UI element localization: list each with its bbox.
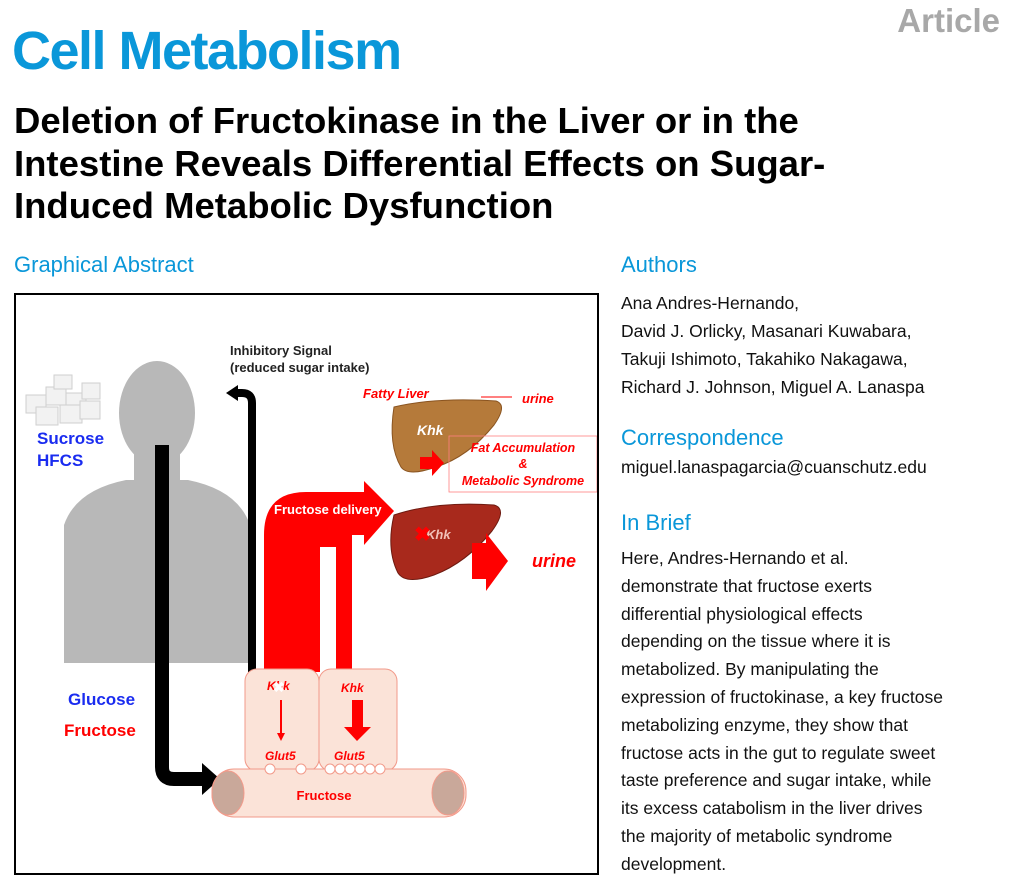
brief-line: taste preference and sugar intake, while: [621, 770, 932, 791]
fatty-liver-label: Fatty Liver: [363, 386, 430, 401]
weak-glut5-arrowhead: [277, 733, 285, 741]
authors-heading: Authors: [621, 252, 697, 277]
intestine-lumen-right: [431, 770, 465, 816]
glucose-label: Glucose: [68, 690, 135, 709]
fructose-delivery-label: Fructose delivery: [274, 502, 382, 517]
graphical-abstract-heading: Graphical Abstract: [14, 252, 194, 277]
khk-liver-label: Khk: [417, 422, 445, 438]
brief-line: the majority of metabolic syndrome: [621, 825, 893, 846]
brief-line: development.: [621, 853, 727, 874]
author-line: Ana Andres-Hernando,: [621, 293, 800, 313]
inhibitory-signal-label: Inhibitory Signal: [230, 343, 332, 358]
brief-line: differential physiological effects: [621, 603, 863, 624]
fat-accumulation-arrow: [420, 450, 444, 476]
strong-glut5-arrowhead: [344, 727, 371, 741]
khk-cell-label: Khk: [341, 681, 365, 695]
article-type-label: Article: [897, 2, 1000, 39]
urine-large-label: urine: [532, 551, 576, 571]
fructose-label: Fructose: [64, 721, 136, 740]
glut5-transporters: [264, 763, 386, 775]
fatty-liver-image: [391, 399, 502, 473]
metabolic-syndrome-label: Metabolic Syndrome: [462, 474, 584, 488]
brief-line: its excess catabolism in the liver drive…: [621, 798, 923, 819]
brief-line: metabolized. By manipulating the: [621, 659, 879, 680]
title-line: Induced Metabolic Dysfunction: [14, 185, 554, 226]
graphical-abstract: Sucrose HFCS Inhibitory Signal (reduced …: [14, 293, 599, 875]
inhibitory-arrowhead: [226, 385, 238, 401]
title-line: Deletion of Fructokinase in the Liver or…: [14, 100, 799, 141]
brief-line: Here, Andres-Hernando et al.: [621, 548, 849, 568]
author-line: Takuji Ishimoto, Takahiko Nakagawa,: [621, 349, 908, 369]
fructose-lumen-label: Fructose: [297, 788, 352, 803]
in-brief-heading: In Brief: [621, 510, 691, 535]
hfcs-label: HFCS: [37, 451, 83, 470]
glut5-label: Glut5: [334, 749, 365, 763]
in-brief-text: Here, Andres-Hernando et al. demonstrate…: [621, 545, 943, 879]
sugar-cubes-icon: [25, 374, 101, 426]
title-line: Intestine Reveals Differential Effects o…: [14, 142, 826, 184]
journal-name: Cell Metabolism: [12, 21, 402, 81]
khk-ko-liver-label: Khk: [426, 527, 451, 542]
graphical-abstract-figure: Sucrose HFCS Inhibitory Signal (reduced …: [25, 343, 598, 818]
intestine-lumen-left: [211, 770, 245, 816]
khk-ko-cell-label: Khk: [267, 679, 291, 693]
inhibitory-arrow: [236, 389, 256, 672]
urine-small-label: urine: [522, 391, 554, 406]
brief-line: metabolizing enzyme, they show that: [621, 714, 908, 735]
paper-title: Deletion of Fructokinase in the Liver or…: [14, 100, 825, 228]
sucrose-label: Sucrose: [37, 429, 104, 448]
fructose-delivery-arrow: [264, 481, 394, 672]
fat-accumulation-label: Fat Accumulation: [471, 441, 576, 455]
brief-line: demonstrate that fructose exerts: [621, 575, 872, 596]
correspondence-heading: Correspondence: [621, 425, 784, 450]
brief-line: expression of fructokinase, a key fructo…: [621, 686, 943, 707]
glut5-label: Glut5: [265, 749, 296, 763]
urine-large-arrow: [472, 533, 508, 591]
author-list: Ana Andres-Hernando, David J. Orlicky, M…: [621, 289, 925, 401]
strong-glut5-arrow: [352, 700, 363, 728]
reduced-intake-label: (reduced sugar intake): [230, 360, 369, 375]
brief-line: fructose acts in the gut to regulate swe…: [621, 742, 936, 763]
correspondence-email[interactable]: miguel.lanaspagarcia@cuanschutz.edu: [621, 457, 927, 477]
brief-line: depending on the tissue where it is: [621, 631, 891, 652]
ingestion-arrowhead: [202, 763, 220, 795]
knockout-x-icon: ✖: [273, 679, 285, 695]
ampersand-label: &: [518, 457, 527, 471]
author-line: David J. Orlicky, Masanari Kuwabara,: [621, 321, 912, 341]
knockout-x-icon: ✖: [414, 524, 431, 546]
author-line: Richard J. Johnson, Miguel A. Lanaspa: [621, 377, 925, 397]
ingestion-arrow: [155, 445, 204, 786]
